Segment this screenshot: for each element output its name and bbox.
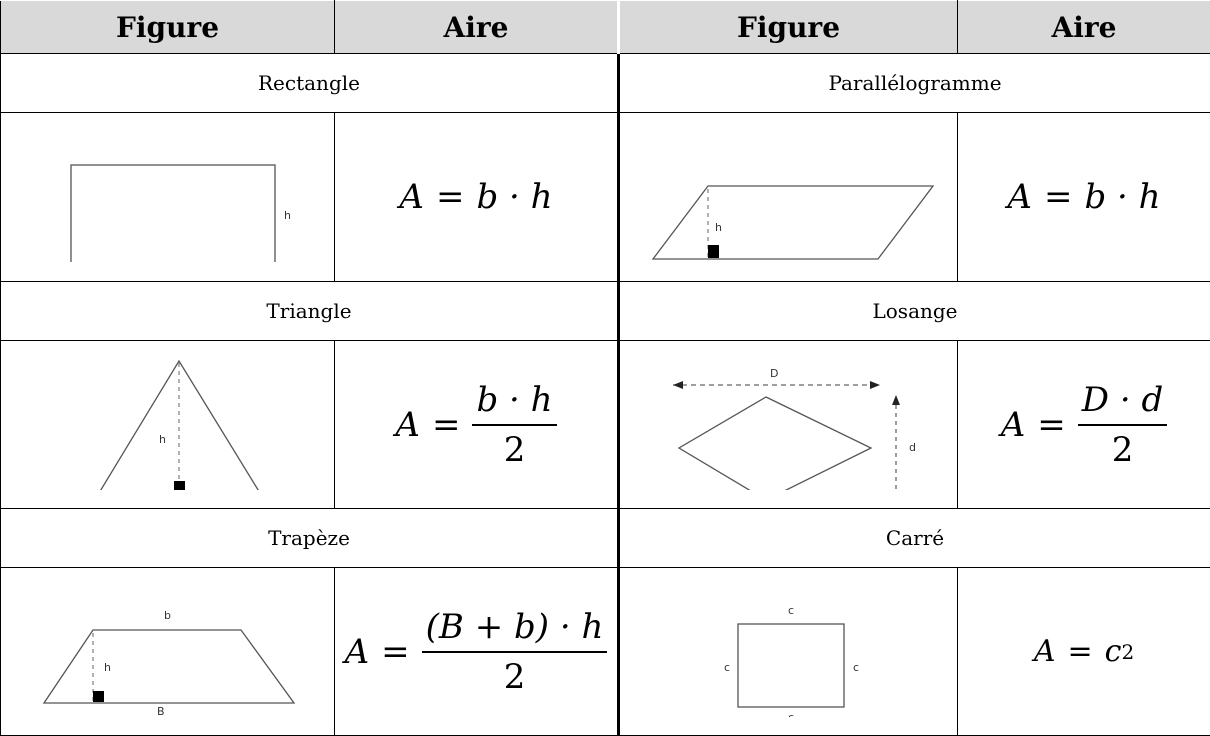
formula-lhs: A [1000,404,1026,445]
figure-row: h b A = b · h h b [0,111,1210,282]
square-bottom-side-label: c [788,711,794,717]
square-top-side-label: c [788,604,794,617]
formula-equals: = [435,176,465,217]
parallelogram-figure: h b [651,185,935,260]
rhombus-shape [677,396,873,491]
triangle-height-label: h [159,433,166,446]
formula-rhs: b · h [476,176,553,217]
rhombus-small-diagonal-label: d [909,441,916,454]
square-figure: c c c c [724,604,859,717]
arrow-head-right-icon [870,381,880,390]
parallelogram-shape [651,185,935,260]
right-angle-marker [93,690,104,702]
formula-fraction: D · d 2 [1077,380,1168,470]
header-row: Figure Aire Figure Aire [0,0,1210,54]
shape-name-row: Rectangle Parallélogramme [0,53,1210,113]
formula-equals: = [431,404,461,445]
formula-equals: = [1037,404,1066,445]
shape-name-row: Triangle Losange [0,280,1210,341]
square-left-side-label: c [724,661,730,674]
right-angle-marker [708,245,719,259]
formula-lhs: A [399,176,424,217]
formula-equals: = [1067,634,1093,670]
arrow-head-left-icon [673,381,683,390]
triangle-name: Triangle [0,280,619,341]
rhombus-name: Losange [617,280,1210,341]
header-area-right: Aire [957,0,1210,54]
rectangle-figure: h b [70,164,291,263]
header-figure-left: Figure [0,0,335,54]
parallelogram-formula: A = b · h [957,111,1210,282]
trapezoid-height-label: h [104,661,111,674]
triangle-shape [100,359,259,491]
rectangle-formula: A = b · h [334,111,619,282]
triangle-figure-cell: h b [0,339,335,510]
fraction-denominator: 2 [503,656,526,697]
trapezoid-big-base-label: B [157,705,165,717]
formula-lhs: A [395,404,420,445]
shape-name-row: Trapèze Carré [0,508,1210,569]
parallelogram-height-label: h [715,221,722,234]
formula-exponent: 2 [1121,639,1135,664]
fraction-numerator: b · h [472,380,557,426]
rhombus-formula: A = D · d 2 [957,339,1210,510]
square-figure-cell: c c c c [617,567,958,736]
formula-rhs: b · h [1084,176,1161,217]
square-name: Carré [617,508,1210,569]
fraction-denominator: 2 [503,429,526,470]
trapezoid-small-base-label: b [164,609,171,622]
formula-equals: = [1043,176,1073,217]
trapezoid-figure-cell: h b B [0,567,335,736]
formula-fraction: (B + b) · h 2 [421,607,608,697]
parallelogram-figure-cell: h b [617,111,958,282]
figure-row: h b B A = (B + b) · h 2 c [0,567,1210,736]
rectangle-height-label: h [284,209,291,222]
triangle-figure: h b [100,359,259,491]
rhombus-figure-cell: D d [617,339,958,510]
arrow-head-up-icon [892,395,900,406]
formula-equals: = [381,631,410,672]
formula-fraction: b · h 2 [472,380,557,470]
rhombus-big-diagonal-label: D [770,367,778,380]
header-figure-right: Figure [617,0,958,54]
fraction-denominator: 2 [1111,429,1134,470]
rhombus-figure: D d [673,367,916,491]
trapezoid-shape [42,629,296,704]
trapezoid-figure: h b B [42,609,296,717]
rectangle-name: Rectangle [0,53,619,113]
fraction-numerator: D · d [1077,380,1168,426]
rectangle-shape [70,164,276,263]
rectangle-figure-cell: h b [0,111,335,282]
right-angle-marker [174,481,185,491]
figure-row: h b A = b · h 2 D [0,339,1210,510]
square-right-side-label: c [853,661,859,674]
triangle-formula: A = b · h 2 [334,339,619,510]
trapezoid-name: Trapèze [0,508,619,569]
formula-lhs: A [1033,634,1056,670]
formula-lhs: A [344,631,370,672]
formula-lhs: A [1007,176,1032,217]
parallelogram-name: Parallélogramme [617,53,1210,113]
formula-base: c [1104,634,1122,670]
header-area-left: Aire [334,0,619,54]
fraction-numerator: (B + b) · h [421,607,608,653]
square-shape [737,623,845,708]
trapezoid-formula: A = (B + b) · h 2 [334,567,619,736]
